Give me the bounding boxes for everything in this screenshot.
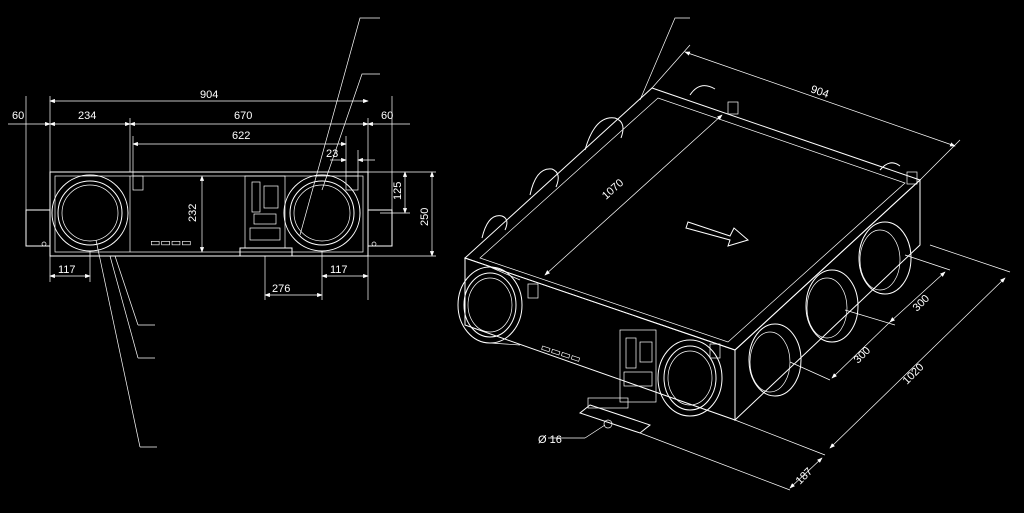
dim-904-front: 904 xyxy=(200,89,218,101)
duct-front-right-iso xyxy=(657,339,723,417)
unit-top-face xyxy=(464,87,921,351)
iso-dimensions: 904 1070 300 300 1020 187 Ø xyxy=(538,17,1011,491)
dim-232: 232 xyxy=(187,204,199,222)
isometric-view: ▭▭▭▭ 904 1070 300 300 1020 xyxy=(457,17,1011,491)
dim-1070: 1070 xyxy=(600,177,626,202)
nameplate-front: ▭▭▭▭ xyxy=(150,237,192,249)
leader-lines-front xyxy=(95,17,380,448)
dim-234: 234 xyxy=(78,110,96,122)
dim-23: 23 xyxy=(326,148,338,160)
dim-276: 276 xyxy=(272,283,290,295)
dim-300-a: 300 xyxy=(911,293,932,314)
dim-60-left: 60 xyxy=(12,110,24,122)
dim-250: 250 xyxy=(419,208,431,226)
unit-side-face xyxy=(734,178,921,422)
dim-300-b: 300 xyxy=(852,345,873,366)
control-module-front xyxy=(239,175,293,257)
dim-125: 125 xyxy=(392,182,404,200)
dim-904-iso: 904 xyxy=(809,83,830,100)
dim-670: 670 xyxy=(234,110,252,122)
dim-117-left: 117 xyxy=(58,264,76,276)
side-ducts-iso xyxy=(748,221,912,397)
unit-body-front xyxy=(49,171,369,257)
dim-117-right: 117 xyxy=(330,264,348,276)
dim-1020: 1020 xyxy=(901,361,927,387)
front-view: ▭▭▭▭ 904 60 234 670 xyxy=(8,17,436,448)
dim-622: 622 xyxy=(232,130,250,142)
duct-left-front xyxy=(51,174,129,252)
duct-right-front xyxy=(283,174,361,252)
duct-front-left-iso xyxy=(457,266,523,346)
dim-drain-diameter: Ø 16 xyxy=(538,434,562,446)
front-dimensions: 904 60 234 670 60 622 23 125 xyxy=(8,89,436,300)
unit-front-face xyxy=(464,257,736,421)
airflow-arrow-icon xyxy=(685,221,750,247)
mount-flange-right xyxy=(367,209,393,247)
dim-187: 187 xyxy=(794,466,815,487)
control-module-iso xyxy=(578,329,657,434)
dim-60-right: 60 xyxy=(381,110,393,122)
nameplate-iso: ▭▭▭▭ xyxy=(539,341,582,365)
mount-flange-left xyxy=(25,209,51,247)
